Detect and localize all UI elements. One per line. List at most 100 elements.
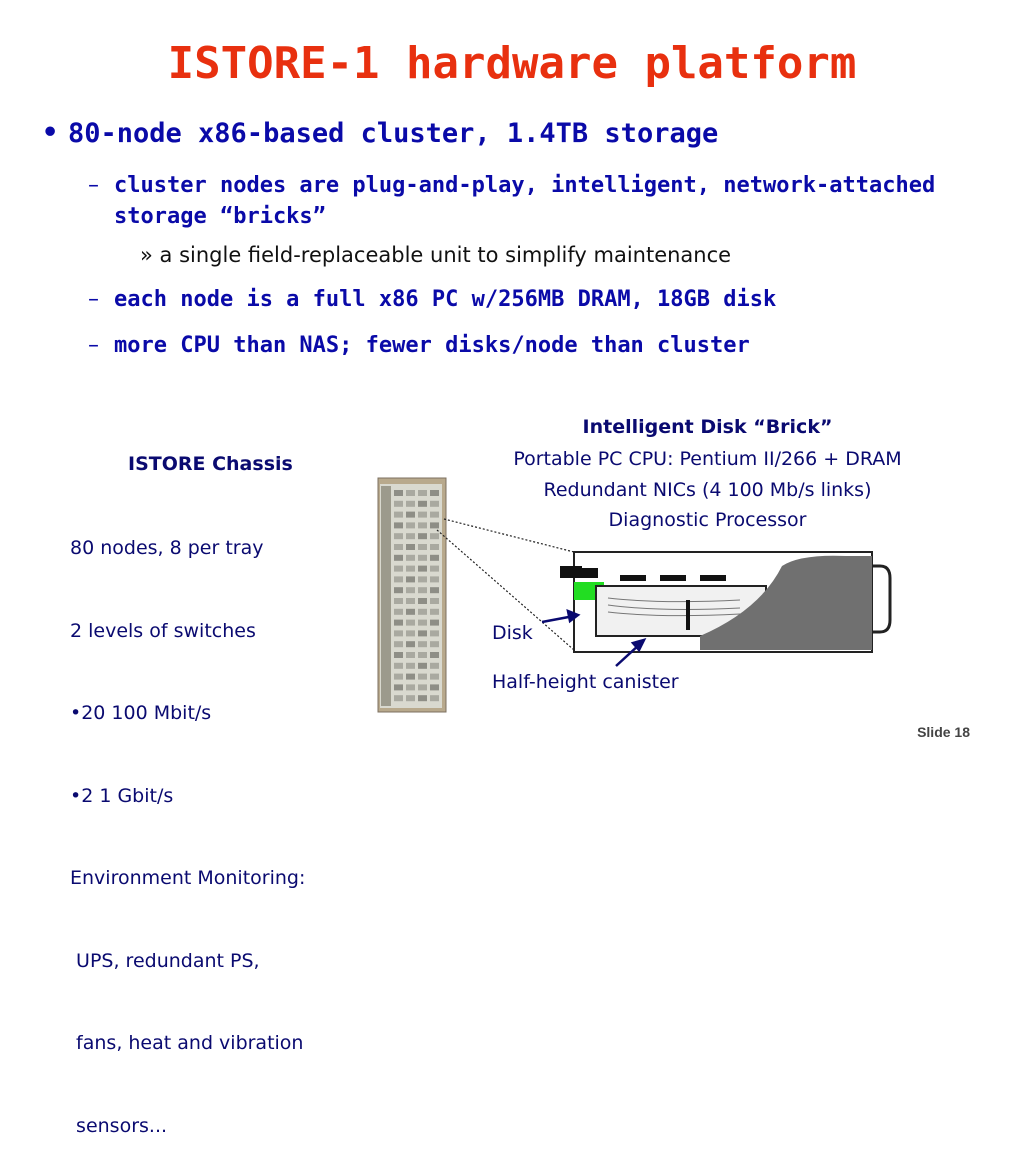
rack-slot (406, 598, 415, 604)
rack-slot (418, 522, 427, 529)
rack-slot (418, 630, 427, 637)
rack-slot (418, 608, 427, 615)
rack-slot (406, 533, 415, 540)
rack-slot (394, 608, 403, 615)
sub-bullet-text: more CPU than NAS; fewer disks/node than… (114, 333, 750, 358)
rack-slot (394, 587, 403, 594)
rack-slot (418, 641, 427, 648)
rack-slot (394, 565, 403, 572)
rack-slot (394, 554, 403, 561)
rack-slot (418, 684, 427, 691)
rack-slot (430, 608, 439, 615)
rack-slot (406, 662, 415, 669)
rack-slot (430, 641, 439, 648)
rack-slot (394, 544, 403, 550)
rack-slot (418, 619, 427, 626)
rack-slot (430, 576, 439, 583)
rack-slot (430, 673, 439, 680)
rack-slot (406, 490, 415, 496)
spec-line: Diagnostic Processor (608, 509, 807, 531)
rack-slot (406, 673, 415, 680)
rack-slot (418, 544, 427, 550)
spec-line: •20 100 Mbit/s (70, 702, 212, 724)
rack-slot (430, 511, 439, 518)
rack-slot (430, 662, 439, 669)
chassis-rack-photo (377, 477, 447, 713)
rack-slot (418, 576, 427, 583)
rack-slot (406, 500, 415, 507)
rack-slot (418, 652, 427, 658)
sub-bullet-text: cluster nodes are plug-and-play, intelli… (114, 173, 936, 229)
spec-line: 80 nodes, 8 per tray (70, 537, 264, 559)
rack-slot (418, 565, 427, 572)
rack-slot (406, 565, 415, 572)
rack-slot (394, 684, 403, 691)
dash-marker: – (88, 173, 99, 198)
rack-slot (406, 587, 415, 594)
rack-slot (394, 630, 403, 637)
rack-slot (394, 522, 403, 529)
spec-line: sensors... (70, 1114, 168, 1137)
spec-line: Environment Monitoring: (70, 867, 306, 889)
bullet-marker: • (42, 117, 59, 148)
main-bullet-text: 80-node x86-based cluster, 1.4TB storage (68, 118, 719, 149)
rack-slot (394, 652, 403, 658)
rack-slot (394, 500, 403, 507)
rack-slot (430, 490, 439, 496)
spec-line: •2 1 Gbit/s (70, 784, 174, 807)
rack-slot (418, 598, 427, 604)
rack-slot (418, 662, 427, 669)
rack-slot (394, 662, 403, 669)
rack-slot (394, 673, 403, 680)
slide-title: ISTORE-1 hardware platform (167, 38, 857, 89)
rack-slot (418, 511, 427, 518)
rack-slot (430, 598, 439, 604)
chassis-heading: ISTORE Chassis (128, 453, 293, 475)
rack-slot (430, 652, 439, 658)
disk-label: Disk (492, 622, 533, 644)
rack-slot (430, 684, 439, 691)
brick-heading: Intelligent Disk “Brick” (582, 416, 833, 438)
rack-slot (418, 533, 427, 540)
rack-slot (430, 554, 439, 561)
chassis-specs: 80 nodes, 8 per tray 2 levels of switche… (70, 480, 305, 1168)
spec-line: UPS, redundant PS, (70, 949, 260, 972)
rack-slot (406, 652, 415, 658)
rack-slot (406, 576, 415, 583)
rack-slot (430, 522, 439, 529)
spec-line: fans, heat and vibration (70, 1032, 304, 1054)
rack-slot (406, 630, 415, 637)
spec-line: Portable PC CPU: Pentium II/266 + DRAM (513, 448, 902, 470)
rack-slot (394, 511, 403, 518)
rack-slot (430, 533, 439, 540)
rack-slot (406, 544, 415, 550)
sub-sub-bullet: » a single field-replaceable unit to sim… (140, 243, 732, 267)
arrows (541, 608, 647, 667)
spec-line: 2 levels of switches (70, 619, 256, 642)
rack-slot (394, 695, 403, 702)
rack-slot (430, 630, 439, 637)
rack-slot (394, 576, 403, 583)
rack-slot (406, 641, 415, 648)
rack-slot (418, 695, 427, 702)
rack-slot (394, 619, 403, 626)
rack-slot (394, 490, 403, 496)
rack-slot (406, 511, 415, 518)
rack-slot (418, 490, 427, 496)
rack-slot (418, 587, 427, 594)
rack-slot (418, 554, 427, 561)
rack-slot (418, 500, 427, 507)
rack-slot (406, 554, 415, 561)
spec-line: Redundant NICs (4 100 Mb/s links) (543, 478, 872, 501)
slide-number: Slide 18 (917, 724, 970, 740)
rack-slot (394, 641, 403, 648)
brick-drawing (560, 551, 892, 653)
rack-slot (406, 608, 415, 615)
hardware-illustration (377, 477, 892, 713)
rack-slot (406, 695, 415, 702)
dash-marker: – (88, 287, 99, 312)
brick-specs: Portable PC CPU: Pentium II/266 + DRAM R… (455, 444, 960, 536)
canister-label: Half-height canister (492, 671, 679, 693)
rack-slot (394, 598, 403, 604)
rack-slot (430, 500, 439, 507)
